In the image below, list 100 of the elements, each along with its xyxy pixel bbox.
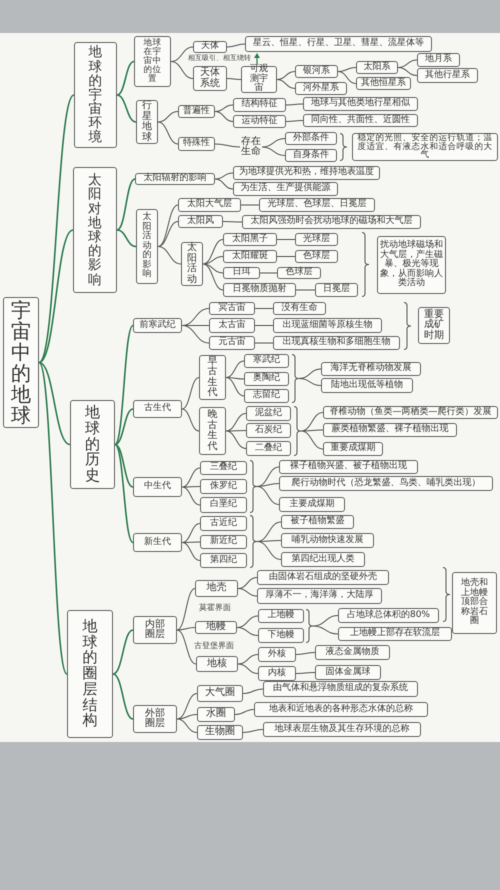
connector-line <box>262 138 286 148</box>
branch-box: 太阳风 <box>178 215 223 228</box>
connector-line <box>114 444 134 488</box>
branch-box: 太阳大气层 <box>178 198 241 212</box>
connector-line <box>170 46 194 62</box>
connector-line <box>214 172 234 180</box>
connector-line <box>254 342 274 344</box>
connector-line <box>182 486 200 488</box>
connector-line <box>256 486 280 505</box>
connector-line <box>112 629 134 675</box>
connector-line <box>214 178 234 190</box>
connector-line <box>236 616 258 628</box>
connector-line <box>158 221 178 247</box>
connector-line <box>182 486 200 506</box>
connector-line <box>226 430 246 449</box>
connector-line <box>256 466 280 487</box>
connector-line <box>238 654 258 664</box>
branch-box: 白垩纪 <box>200 497 247 513</box>
connector-line <box>256 540 282 542</box>
connector-line <box>398 60 418 68</box>
branch-box: 普遍性 <box>178 105 215 118</box>
branch-box: 石炭纪 <box>246 423 291 438</box>
branch-box: 生物圈 <box>197 725 243 740</box>
branch-box: 晚古生代 <box>199 407 226 455</box>
branch-box: 元古宙 <box>209 336 255 350</box>
note-box: 第四纪出现人类 <box>281 552 365 567</box>
branch-box: 太阳系 <box>356 61 398 74</box>
note-box: 出现真核生物和多细胞生物 <box>273 336 400 350</box>
connector-line <box>116 60 134 96</box>
note-box: 稳定的光照、安全的运行轨道；温度适宜、有液态水和适合呼吸的大气 <box>352 133 498 161</box>
brace <box>443 567 450 622</box>
note-box: 陆地出现低等植物 <box>321 378 413 393</box>
connector-line <box>276 256 296 257</box>
note-box: 液态金属物质 <box>315 645 390 660</box>
connector-line <box>296 652 316 655</box>
note-box: 太阳风强劲时会扰动地球的磁场和大气层 <box>242 215 421 229</box>
branch-box: 新生代 <box>133 533 182 552</box>
branch-box: 银河系 <box>295 65 338 78</box>
note-box: 地球表层生物及其生存环境的总称 <box>263 722 421 737</box>
connector-line <box>236 627 258 636</box>
connector-line <box>214 104 234 112</box>
connector-line <box>254 325 274 326</box>
boundary-label: 古登堡界面 <box>194 642 234 650</box>
brace <box>306 609 313 643</box>
connector-line <box>202 264 224 274</box>
note-box: 为生活、生产提供能源 <box>233 182 338 196</box>
branch-box: 其他恒星系 <box>356 77 411 90</box>
branch-box: 其他行星系 <box>417 68 478 83</box>
topic-box: 地球的历史 <box>70 400 115 489</box>
branch-box: 下地幔 <box>258 628 304 643</box>
branch-box: 第四纪 <box>200 553 247 568</box>
connector-line <box>298 368 322 379</box>
note-box: 由气体和悬浮物质组成的复杂系统 <box>263 681 418 697</box>
title-box: 宇宙中的地球 <box>3 297 39 428</box>
branch-box: 中生代 <box>133 477 182 497</box>
connector-line <box>202 256 224 264</box>
note-box: 爬行动物时代（恐龙繁盛、鸟类、哺乳类出现） <box>279 476 493 491</box>
topic-box: 太阳对地球的影响 <box>73 167 117 293</box>
note-box: 重要成矿时期 <box>418 307 450 344</box>
connector-line <box>202 264 224 290</box>
note-box: 没有生命 <box>273 302 326 315</box>
branch-box: 自身条件 <box>285 149 337 162</box>
connector-line <box>276 71 296 80</box>
branch-box: 古近纪 <box>200 516 247 531</box>
note-box: 裸子植物兴盛、被子植物出现 <box>279 460 418 474</box>
connector-line <box>158 122 178 144</box>
branch-text: 存在生命 <box>240 136 262 158</box>
branch-box: 光球层 <box>295 233 338 246</box>
branch-box: 二叠纪 <box>246 441 291 456</box>
connector-line <box>116 229 136 248</box>
connector-line <box>222 221 242 222</box>
branch-box: 太阳耀斑 <box>223 250 277 263</box>
branch-box: 太古宙 <box>209 318 255 333</box>
branch-box: 侏罗纪 <box>200 479 247 494</box>
note-box: 被子植物繁盛 <box>281 515 354 529</box>
connector-line <box>300 430 324 432</box>
connector-line <box>112 673 134 720</box>
brace <box>340 133 347 161</box>
branch-box: 结构特征 <box>233 98 286 112</box>
note-box: 脊椎动物（鱼类—两栖类—爬行类）发展 <box>323 406 498 419</box>
connector-line <box>298 378 322 386</box>
branch-box: 外部条件 <box>285 132 337 145</box>
connector-line <box>214 144 240 148</box>
connector-line <box>38 362 68 674</box>
note-box: 光球层、色球层、日冕层 <box>259 198 375 212</box>
connector-line <box>256 541 282 560</box>
connector-line <box>226 360 244 378</box>
connector-line <box>158 204 178 247</box>
note-box: 同向性、共面性、近圆性 <box>303 114 418 127</box>
connector-line <box>240 204 260 206</box>
branch-box: 地壳 <box>195 580 238 597</box>
branch-box: 太阳辐射的影响 <box>135 173 215 185</box>
connector-line <box>300 412 324 432</box>
connector-line <box>226 44 246 48</box>
connector-line <box>226 377 244 396</box>
connector-line <box>226 430 246 432</box>
connector-line <box>176 714 198 720</box>
branch-box: 太阳活动 <box>181 242 203 286</box>
connector-line <box>238 664 258 674</box>
connector-line <box>176 718 198 733</box>
